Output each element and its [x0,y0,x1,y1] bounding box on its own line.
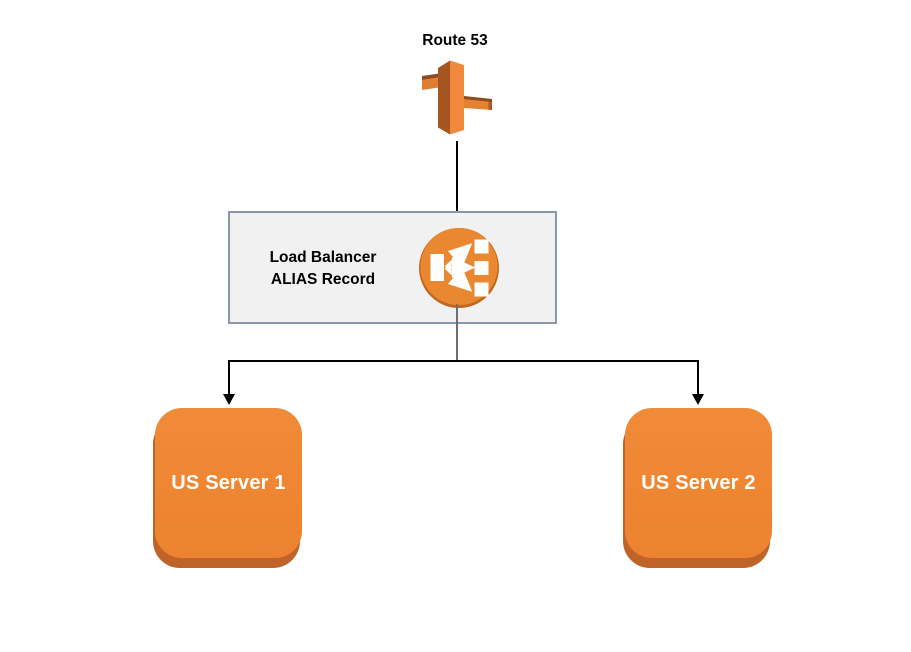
route53-title: Route 53 [422,32,488,49]
server2-node: US Server 2 [625,408,772,558]
arrowhead-branch-left [222,394,235,405]
load-balancer-icon [419,228,499,313]
arrowhead-branch-right [691,394,704,405]
connector-alias-stub [456,304,458,360]
server1-label: US Server 1 [171,471,286,494]
alias-record-box [228,211,557,324]
server2-label: US Server 2 [641,471,756,494]
connector-branch-left [228,360,230,394]
connector-branch-right [697,360,699,394]
connector-branch-horizontal [228,360,699,362]
route53-signpost-icon [420,57,498,144]
connector-route53-to-alias [455,141,458,222]
server1-node: US Server 1 [155,408,302,558]
alias-record-label-line2: ALIAS Record [270,271,376,288]
alias-record-label-line1: Load Balancer [269,249,377,266]
alias-record-label: Load Balancer ALIAS Record [230,247,416,291]
